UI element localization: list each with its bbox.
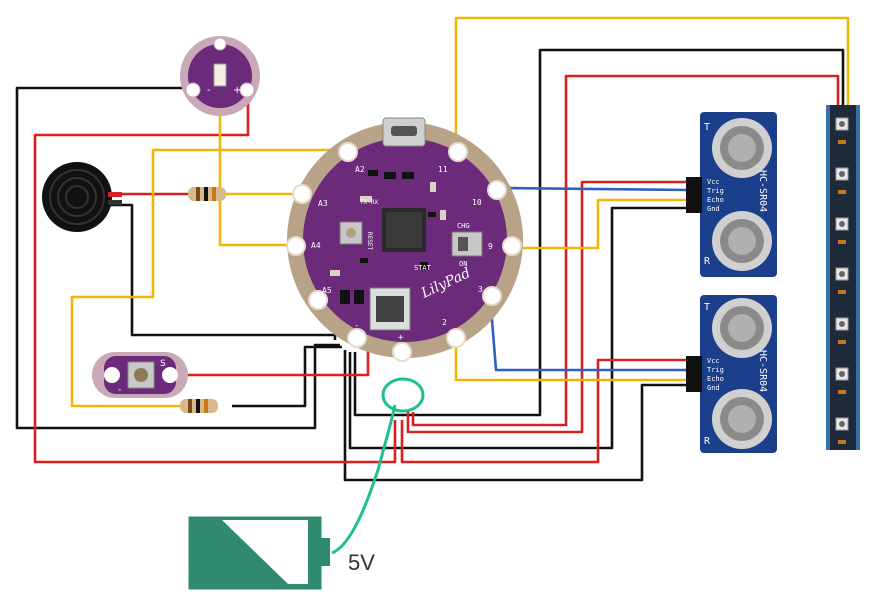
led-plus-label: + bbox=[233, 85, 241, 96]
pad-a5 bbox=[308, 290, 328, 310]
pin-label-plus: + bbox=[398, 333, 404, 343]
pad-minus bbox=[347, 328, 367, 348]
wire-blue-sensor1-trig bbox=[499, 186, 691, 192]
sensor2-pin-vcc: Vcc bbox=[707, 357, 720, 365]
pin-label-2: 2 bbox=[442, 318, 447, 327]
sensor2-model: HC-SR04 bbox=[757, 350, 768, 392]
battery: 5V bbox=[188, 516, 375, 590]
wire-yellow-strip-data bbox=[454, 16, 850, 150]
led-chip bbox=[213, 63, 227, 87]
sensor1-pin-echo: Echo bbox=[707, 196, 724, 204]
pin-label-a2: A2 bbox=[355, 165, 365, 174]
pad-plus bbox=[392, 342, 412, 362]
sensor2-t-label: T bbox=[704, 302, 710, 313]
pad-a2 bbox=[338, 142, 358, 162]
strip-led-core bbox=[839, 421, 845, 427]
strip-resistor bbox=[838, 340, 846, 344]
strip-led-core bbox=[839, 271, 845, 277]
resistor-button bbox=[180, 399, 218, 413]
led-pin-minus bbox=[185, 82, 201, 98]
wire-yellow-led-signal bbox=[218, 60, 295, 247]
button-board: S - bbox=[92, 352, 188, 398]
wire-green-loop bbox=[381, 377, 425, 413]
strip-resistor bbox=[838, 140, 846, 144]
led-pin-plus bbox=[239, 82, 255, 98]
on-label: ON bbox=[459, 260, 467, 268]
pad-a3 bbox=[292, 184, 312, 204]
sensor1-pin-vcc: Vcc bbox=[707, 178, 720, 186]
wire-red-sensor2-vcc bbox=[400, 358, 690, 464]
led-strip bbox=[826, 105, 860, 450]
sensor2-r-label: R bbox=[704, 436, 711, 447]
wire-yellow-button bbox=[70, 148, 345, 408]
strip-led-core bbox=[839, 321, 845, 327]
strip-led-core bbox=[839, 171, 845, 177]
stat-label: STAT bbox=[414, 264, 432, 272]
sensor1-pin-trig: Trig bbox=[707, 187, 724, 195]
battery-voltage-label: 5V bbox=[348, 550, 375, 575]
button-minus-label: - bbox=[118, 385, 121, 395]
wire-black-led-ground bbox=[15, 86, 340, 430]
chg-label: CHG bbox=[457, 222, 470, 230]
wire-yellow-sensor2-echo bbox=[454, 345, 690, 382]
led-module: - + bbox=[180, 36, 260, 116]
wire-red-button bbox=[170, 348, 370, 377]
sensor1-model: HC-SR04 bbox=[757, 170, 768, 212]
button-s-label: S bbox=[160, 359, 166, 369]
pin-label-a5: A5 bbox=[322, 286, 332, 295]
wire-red-sensor1-vcc bbox=[406, 180, 690, 434]
wire-black-strip-ground bbox=[343, 350, 690, 482]
buzzer bbox=[42, 162, 122, 232]
wire-blue-sensor2-trig bbox=[488, 294, 690, 372]
ultrasonic-sensor-2: HC-SR04 Vcc Trig Echo Gnd T R bbox=[686, 295, 777, 453]
strip-led-core bbox=[839, 121, 845, 127]
reset-label: RESET bbox=[366, 232, 373, 250]
strip-resistor bbox=[838, 290, 846, 294]
strip-led-core bbox=[839, 221, 845, 227]
wire-red-strip-vcc bbox=[411, 74, 840, 427]
pin-label-3: 3 bbox=[478, 285, 483, 294]
pin-label-a3: A3 bbox=[318, 199, 328, 208]
strip-resistor bbox=[838, 240, 846, 244]
sensor2-pin-trig: Trig bbox=[707, 366, 724, 374]
ultrasonic-sensor-1: HC-SR04 Vcc Trig Echo Gnd T R bbox=[686, 112, 777, 277]
led-minus-label: - bbox=[207, 85, 211, 96]
wire-black-sensor1-gnd bbox=[348, 206, 690, 450]
strip-led-core bbox=[839, 371, 845, 377]
strip-resistor bbox=[838, 390, 846, 394]
pin-label-11: 11 bbox=[438, 165, 448, 174]
sensor1-pin-gnd: Gnd bbox=[707, 205, 720, 213]
txrx-label: TX-RX bbox=[360, 199, 378, 206]
pad-a4 bbox=[286, 236, 306, 256]
sensor2-pin-gnd: Gnd bbox=[707, 384, 720, 392]
sensor1-r-label: R bbox=[704, 256, 711, 267]
strip-resistor bbox=[838, 440, 846, 444]
pin-label-9: 9 bbox=[488, 242, 493, 251]
pad-2 bbox=[446, 328, 466, 348]
pad-3 bbox=[482, 286, 502, 306]
wire-black-button-resistor bbox=[232, 345, 342, 408]
wire-green-battery bbox=[331, 404, 397, 555]
pad-9 bbox=[502, 236, 522, 256]
wire-yellow-sensor1-echo bbox=[520, 198, 690, 250]
resistor-buzzer bbox=[188, 187, 226, 201]
pin-label-a4: A4 bbox=[311, 241, 321, 250]
led-pin-signal bbox=[213, 37, 227, 51]
pin-label-minus: - bbox=[354, 321, 359, 331]
pin-label-10: 10 bbox=[472, 198, 482, 207]
wire-black-sensor2-gnd bbox=[353, 48, 845, 417]
pad-10 bbox=[487, 180, 507, 200]
pad-11 bbox=[448, 142, 468, 162]
sensor2-pin-echo: Echo bbox=[707, 375, 724, 383]
lilypad-board: A2 A3 A4 A5 11 10 9 3 2 - + TX-RX RESET … bbox=[286, 117, 523, 362]
strip-resistor bbox=[838, 190, 846, 194]
sensor1-t-label: T bbox=[704, 122, 710, 133]
